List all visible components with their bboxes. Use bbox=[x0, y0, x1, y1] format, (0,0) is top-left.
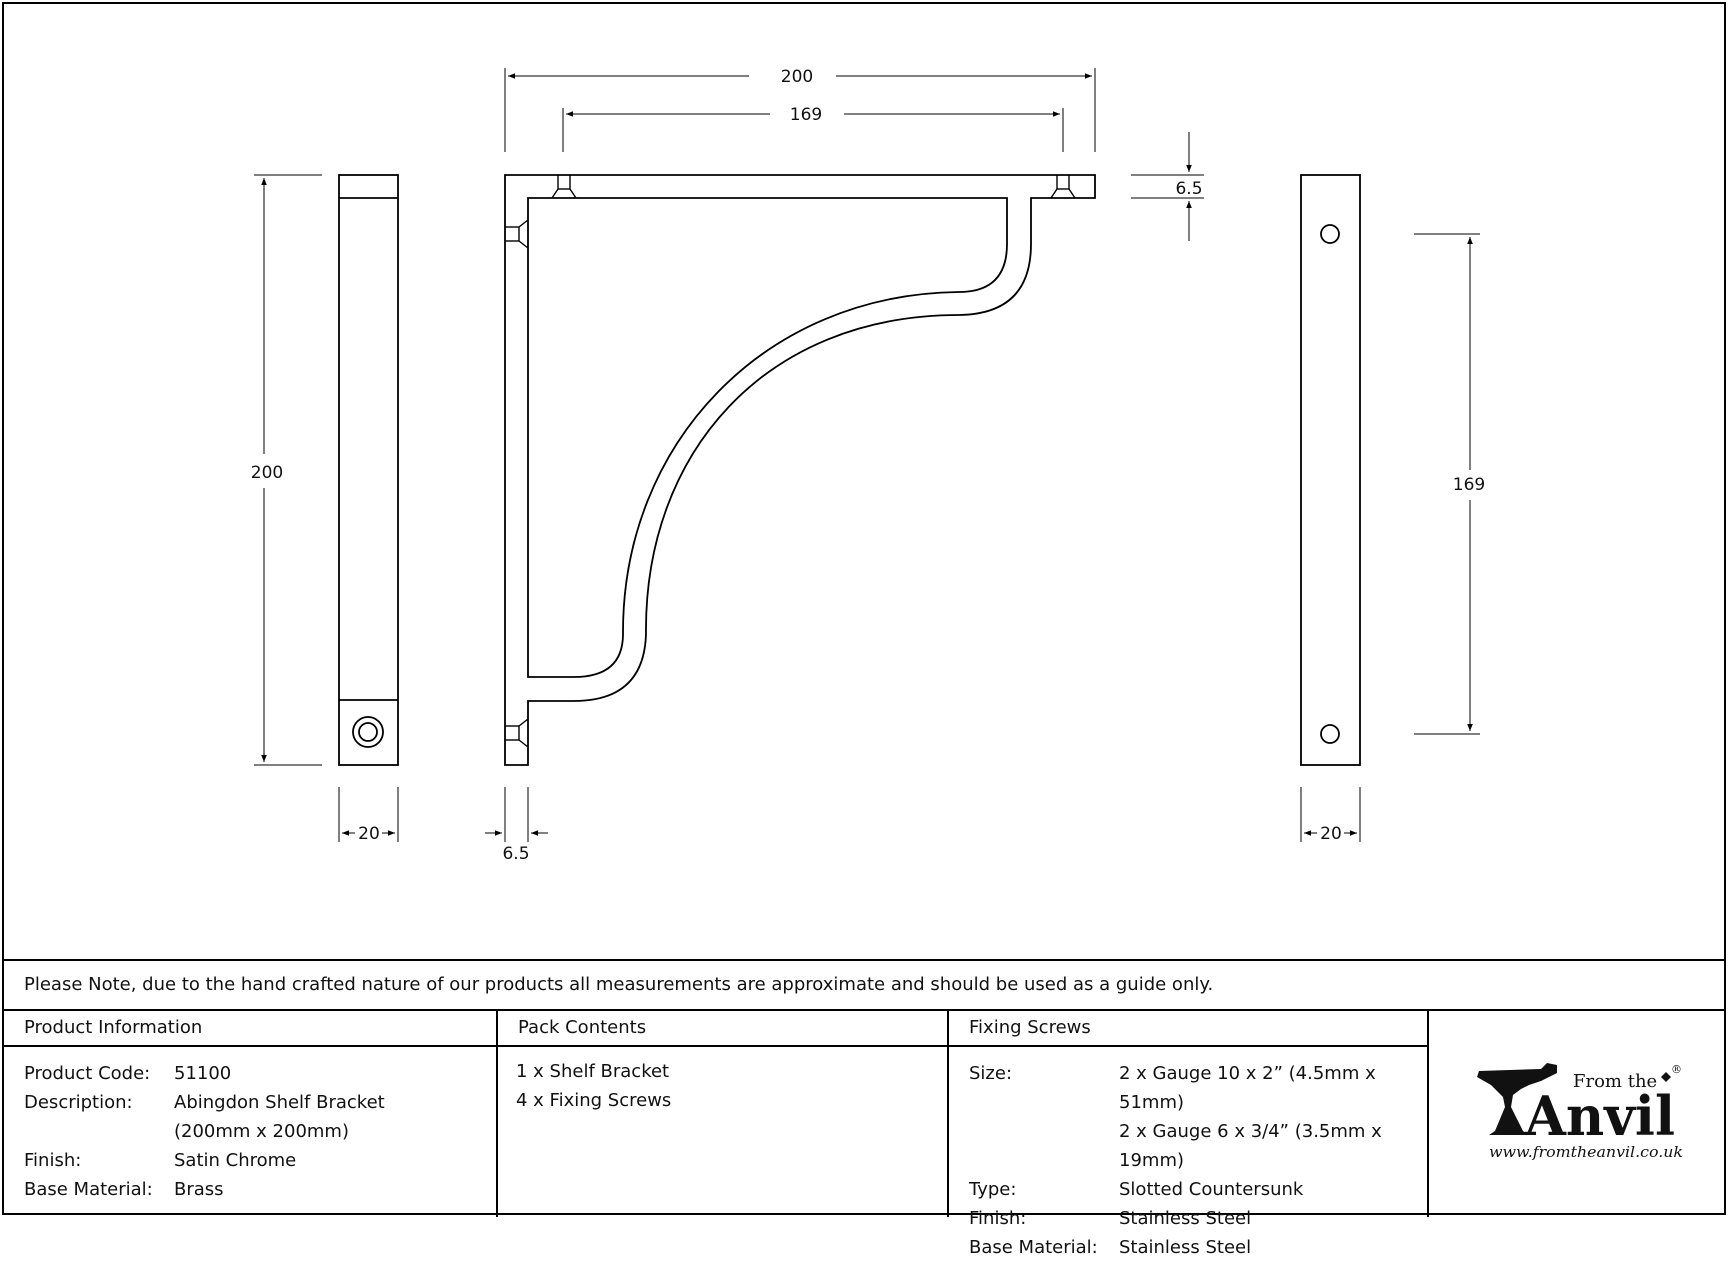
fixing-screws-panel: Fixing Screws Size: 2 x Gauge 10 x 2” (4… bbox=[949, 1011, 1429, 1258]
size-row: Size: 2 x Gauge 10 x 2” (4.5mm x 51mm) bbox=[969, 1059, 1427, 1117]
row-label: Base Material: bbox=[969, 1237, 1098, 1258]
row-label bbox=[969, 1117, 1119, 1175]
logo-registered-mark: ® bbox=[1671, 1063, 1682, 1076]
diamond-icon bbox=[1661, 1072, 1671, 1082]
row-label: Size: bbox=[969, 1063, 1013, 1084]
row-value: Stainless Steel bbox=[1119, 1237, 1252, 1258]
pack-contents-panel: Pack Contents 1 x Shelf Bracket 4 x Fixi… bbox=[498, 1011, 949, 1217]
row-label: Base Material: bbox=[24, 1179, 153, 1200]
row-value: 2 x Gauge 6 x 3/4” (3.5mm x 19mm) bbox=[1119, 1121, 1382, 1171]
row-label bbox=[24, 1117, 174, 1146]
fixing-hole-icon bbox=[1320, 724, 1340, 744]
size-continued-row: 2 x Gauge 6 x 3/4” (3.5mm x 19mm) bbox=[969, 1117, 1427, 1175]
dim-side-width-label: 20 bbox=[358, 824, 380, 844]
dim-back-thickness-label: 6.5 bbox=[502, 844, 529, 864]
dim-hole-spacing-back-label: 169 bbox=[1453, 475, 1485, 495]
row-value: Satin Chrome bbox=[174, 1150, 297, 1171]
logo-brand: Anvil bbox=[1524, 1084, 1675, 1148]
product-information-panel: Product Information Product Code: 51100 … bbox=[4, 1011, 498, 1217]
side-view bbox=[338, 174, 399, 766]
row-label: Type: bbox=[969, 1179, 1017, 1200]
back-screw-hole-2 bbox=[505, 718, 529, 748]
back-screw-hole-1 bbox=[505, 219, 529, 249]
technical-drawing: 200 20 bbox=[251, 67, 1485, 864]
fixing-screws-heading: Fixing Screws bbox=[949, 1011, 1427, 1047]
dim-side-height-label: 200 bbox=[251, 463, 283, 483]
dim-back-width bbox=[1300, 787, 1361, 842]
dim-back-width-label: 20 bbox=[1320, 824, 1342, 844]
pack-contents-heading: Pack Contents bbox=[498, 1011, 947, 1047]
dim-hole-spacing-back bbox=[1414, 233, 1480, 735]
dim-side-height bbox=[254, 174, 322, 766]
top-screw-hole-1 bbox=[551, 175, 577, 199]
row-value: Abingdon Shelf Bracket bbox=[174, 1092, 385, 1113]
from-the-anvil-logo: From the ® Anvil www.fromtheanvil.co.uk bbox=[1477, 1063, 1683, 1161]
description-row: Description: Abingdon Shelf Bracket bbox=[24, 1088, 496, 1117]
row-label: Description: bbox=[24, 1092, 133, 1113]
back-plate-view bbox=[1300, 174, 1361, 766]
pack-item: 4 x Fixing Screws bbox=[516, 1090, 672, 1111]
type-row: Type: Slotted Countersunk bbox=[969, 1175, 1427, 1204]
logo-from-the: From the bbox=[1573, 1071, 1657, 1092]
dim-hole-spacing-top bbox=[562, 108, 1064, 152]
dim-overall-width bbox=[504, 68, 1096, 152]
dim-hole-spacing-top-label: 169 bbox=[790, 105, 822, 125]
row-value: (200mm x 200mm) bbox=[174, 1121, 349, 1142]
dim-back-thickness bbox=[485, 787, 548, 842]
description-continued-row: (200mm x 200mm) bbox=[24, 1117, 496, 1146]
measurement-note: Please Note, due to the hand crafted nat… bbox=[4, 959, 1724, 1011]
base-material-row: Base Material: Brass bbox=[24, 1175, 496, 1204]
dim-top-thickness bbox=[1131, 132, 1204, 241]
fixing-hole-icon bbox=[1320, 224, 1340, 244]
product-code-row: Product Code: 51100 bbox=[24, 1059, 496, 1088]
row-value: 2 x Gauge 10 x 2” (4.5mm x 51mm) bbox=[1119, 1063, 1376, 1113]
logo-url: www.fromtheanvil.co.uk bbox=[1489, 1143, 1683, 1161]
screw-head-icon bbox=[352, 716, 384, 748]
row-label: Product Code: bbox=[24, 1063, 151, 1084]
row-value: 51100 bbox=[174, 1063, 232, 1084]
dim-side-width bbox=[338, 787, 399, 842]
finish-row: Finish: Satin Chrome bbox=[24, 1146, 496, 1175]
pack-item: 1 x Shelf Bracket bbox=[516, 1061, 670, 1082]
top-screw-hole-2 bbox=[1050, 175, 1076, 199]
anvil-icon bbox=[1477, 1063, 1557, 1135]
product-information-heading: Product Information bbox=[4, 1011, 496, 1047]
base-material-row: Base Material: Stainless Steel bbox=[969, 1233, 1427, 1262]
row-label: Finish: bbox=[24, 1150, 82, 1171]
row-value: Brass bbox=[174, 1179, 224, 1200]
row-value: Slotted Countersunk bbox=[1119, 1179, 1304, 1200]
dim-top-thickness-label: 6.5 bbox=[1175, 179, 1202, 199]
bracket-front-view bbox=[504, 174, 1096, 766]
dim-overall-width-label: 200 bbox=[781, 67, 813, 87]
